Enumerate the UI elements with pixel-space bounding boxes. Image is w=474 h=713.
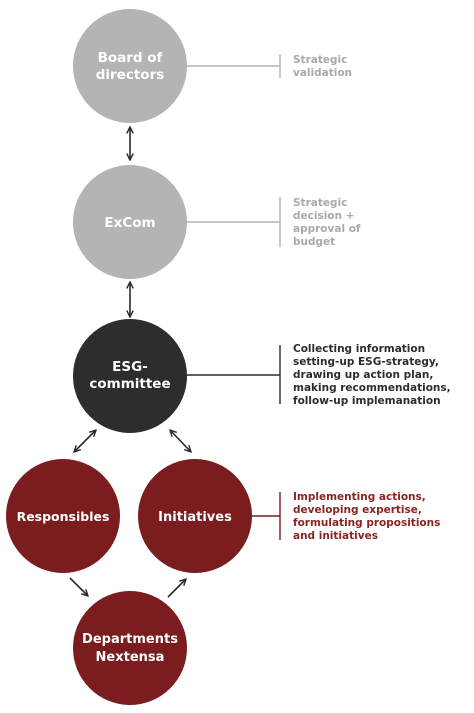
node-board-of-directors: Board of directors: [73, 9, 187, 123]
connector-action: [252, 492, 281, 540]
description-action: Implementing actions, developing experti…: [293, 491, 440, 542]
description-excom: Strategic decision + approval of budget: [293, 197, 361, 248]
description-excom-line: Strategic: [293, 197, 347, 209]
description-action-line: formulating propositions: [293, 517, 440, 529]
description-board: Strategic validation: [293, 54, 352, 79]
excom-label: ExCom: [104, 215, 155, 231]
description-esg-line: drawing up action plan,: [293, 369, 433, 381]
description-esg-line: setting-up ESG-strategy,: [293, 356, 439, 368]
node-esg-committee: ESG- committee: [73, 319, 187, 433]
description-board-line: Strategic: [293, 54, 347, 66]
board-label-line2: directors: [96, 67, 165, 83]
esg-label-line2: committee: [89, 376, 170, 392]
responsibles-label: Responsibles: [17, 509, 110, 524]
connector-esg: [185, 345, 281, 404]
arrow-responsibles-departments: [69, 577, 88, 596]
description-excom-line: budget: [293, 236, 335, 248]
arrow-esg-responsibles: [74, 430, 96, 452]
description-action-line: Implementing actions,: [293, 491, 426, 503]
description-excom-line: decision +: [293, 210, 354, 222]
esg-label-line1: ESG-: [112, 359, 148, 375]
node-excom: ExCom: [73, 165, 187, 279]
description-esg: Collecting information setting-up ESG-st…: [293, 343, 451, 407]
description-action-line: developing expertise,: [293, 504, 422, 516]
departments-label-line1: Departments: [82, 632, 178, 647]
arrow-esg-initiatives: [170, 430, 191, 452]
node-departments-nextensa: Departments Nextensa: [73, 591, 187, 705]
departments-label-line2: Nextensa: [96, 650, 165, 665]
connector-excom: [185, 197, 281, 247]
connector-board: [185, 54, 281, 78]
description-board-line: validation: [293, 67, 352, 79]
description-esg-line: making recommendations,: [293, 382, 451, 394]
initiatives-label: Initiatives: [158, 510, 232, 525]
description-esg-line: follow-up implemanation: [293, 395, 441, 407]
arrow-departments-initiatives: [167, 579, 186, 598]
node-responsibles: Responsibles: [6, 459, 120, 573]
description-esg-line: Collecting information: [293, 343, 425, 355]
description-excom-line: approval of: [293, 223, 361, 235]
node-initiatives: Initiatives: [138, 459, 252, 573]
board-label-line1: Board of: [98, 50, 163, 66]
description-action-line: and initiatives: [293, 530, 378, 542]
